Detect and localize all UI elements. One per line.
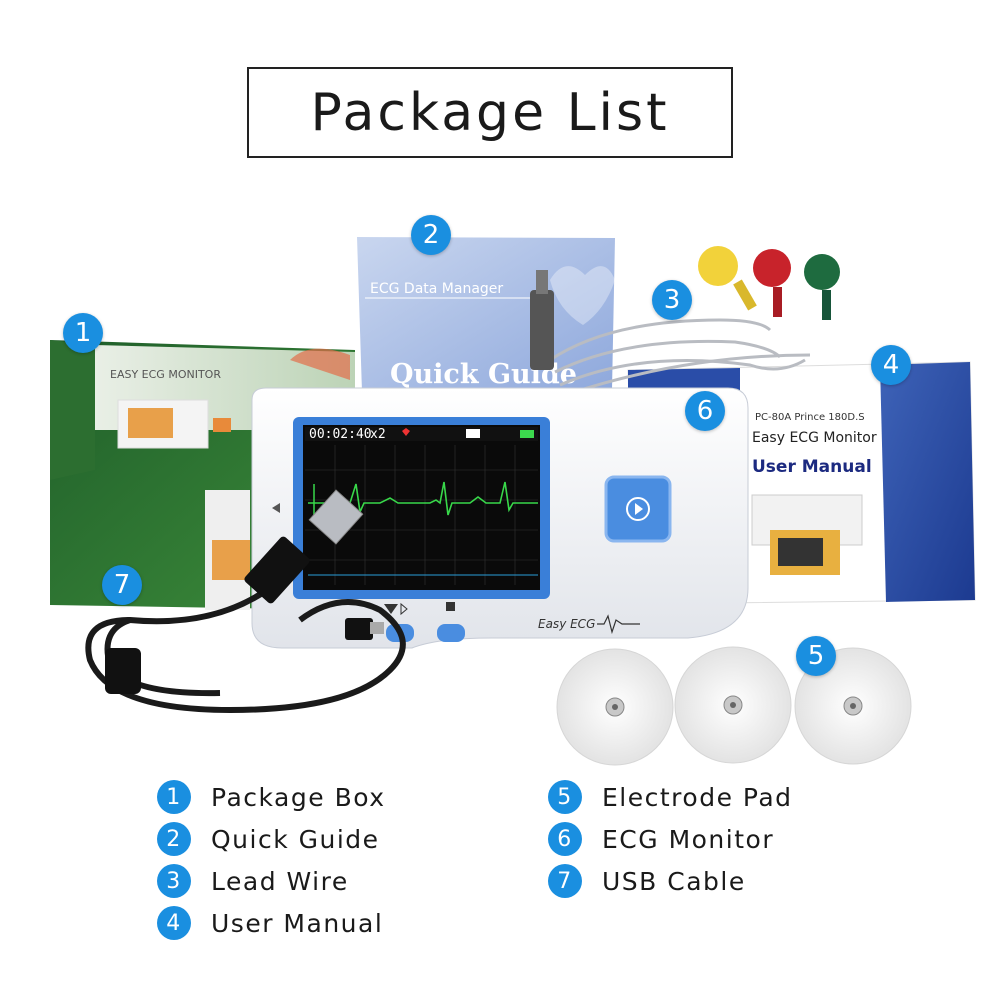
- legend-label: USB Cable: [602, 866, 746, 896]
- play-icon: [626, 497, 650, 521]
- legend-number: 1: [157, 780, 191, 814]
- legend-item: 5 Electrode Pad: [548, 776, 793, 818]
- down-play-icon: [384, 604, 398, 614]
- monitor-gain: x2: [370, 427, 386, 442]
- callout-1: 1: [63, 313, 103, 353]
- manual-model: PC-80A Prince 180D.S: [755, 412, 865, 423]
- legend-item: 4 User Manual: [157, 902, 386, 944]
- legend-right: 5 Electrode Pad 6 ECG Monitor 7 USB Cabl…: [548, 776, 793, 902]
- lead-connector-green: [804, 254, 840, 320]
- callout-2: 2: [411, 215, 451, 255]
- monitor-time: 00:02:40: [309, 427, 372, 442]
- electrode-pad: [794, 647, 912, 765]
- page-title: Package List: [247, 67, 733, 158]
- lead-wire: [549, 318, 811, 397]
- quick-guide-booklet: ECG Data Manager Quick Guide: [357, 237, 615, 392]
- callout-3: 3: [652, 280, 692, 320]
- lead-plug: [530, 270, 554, 370]
- legend-number: 5: [548, 780, 582, 814]
- callout-6: 6: [685, 391, 725, 431]
- ecg-monitor: 00:02:40 x2 Easy ECG: [251, 387, 749, 649]
- ferrite-core: [105, 648, 141, 694]
- legend-item: 1 Package Box: [157, 776, 386, 818]
- guide-header: ECG Data Manager: [370, 281, 503, 297]
- legend-label: Lead Wire: [211, 866, 349, 896]
- stop-button: [437, 624, 465, 642]
- legend-label: ECG Monitor: [602, 824, 775, 854]
- mini-usb-plug: [345, 618, 384, 640]
- lead-connector-yellow: [698, 246, 757, 311]
- monitor-brand: Easy ECG: [538, 617, 595, 631]
- legend-item: 2 Quick Guide: [157, 818, 386, 860]
- callout-5: 5: [796, 636, 836, 676]
- electrode-pad: [556, 648, 674, 766]
- callout-4: 4: [871, 345, 911, 385]
- lead-connector-red: [753, 249, 791, 317]
- legend-item: 7 USB Cable: [548, 860, 793, 902]
- legend-item: 6 ECG Monitor: [548, 818, 793, 860]
- legend-item: 3 Lead Wire: [157, 860, 386, 902]
- legend-left: 1 Package Box 2 Quick Guide 3 Lead Wire …: [157, 776, 386, 944]
- legend-label: Quick Guide: [211, 824, 380, 854]
- electrode-pad: [674, 646, 792, 764]
- box-brand: EASY ECG MONITOR: [110, 368, 221, 381]
- manual-subtitle: Easy ECG Monitor: [752, 430, 877, 446]
- legend-label: Package Box: [211, 782, 386, 812]
- legend-number: 6: [548, 822, 582, 856]
- legend-label: User Manual: [211, 908, 384, 938]
- legend-number: 3: [157, 864, 191, 898]
- legend-number: 4: [157, 906, 191, 940]
- callout-7: 7: [102, 565, 142, 605]
- usb-plug: [244, 489, 364, 604]
- manual-title: User Manual: [752, 457, 872, 477]
- legend-number: 7: [548, 864, 582, 898]
- left-arrow-icon: [272, 503, 280, 513]
- legend-number: 2: [157, 822, 191, 856]
- legend-label: Electrode Pad: [602, 782, 793, 812]
- stop-icon: [446, 602, 455, 611]
